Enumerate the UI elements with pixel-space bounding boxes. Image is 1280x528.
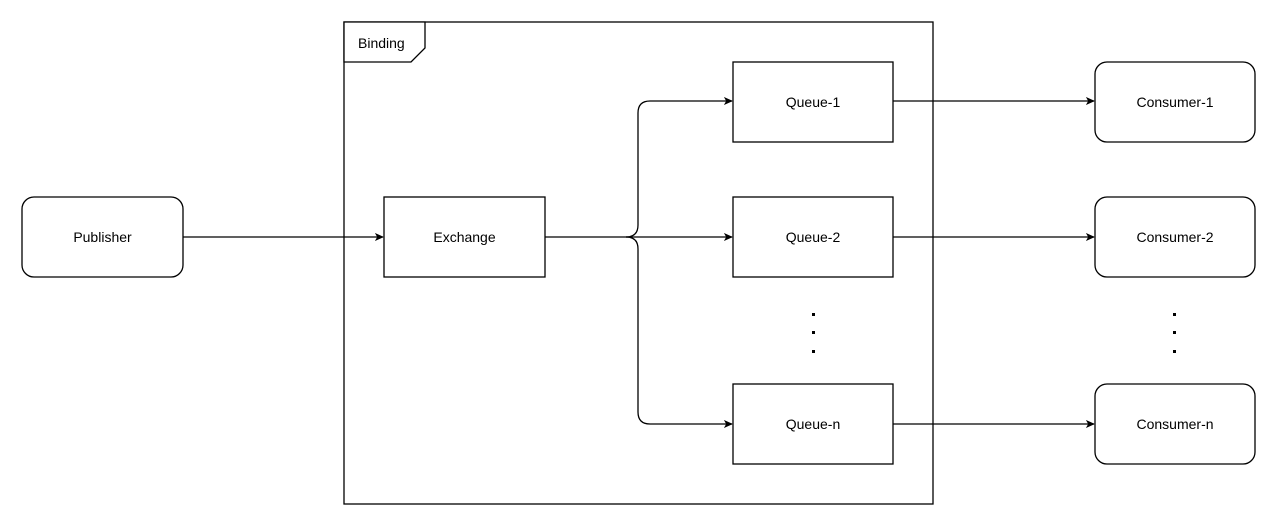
binding-frame-label: Binding: [358, 35, 405, 51]
consumer-ellipsis-dot-3: [1173, 350, 1176, 353]
queue-2-box: [732, 196, 894, 278]
publisher-label: Publisher: [73, 229, 132, 245]
exchange-box: [383, 196, 546, 278]
consumer-ellipsis: [1173, 313, 1176, 353]
node-queue-n: Queue-n: [732, 383, 894, 465]
node-queue-1: Queue-1: [732, 61, 894, 143]
consumer-n-box: [1094, 383, 1256, 465]
node-consumer-1: Consumer-1: [1094, 61, 1256, 143]
binding-frame-tab: [343, 21, 426, 63]
exchange-label: Exchange: [433, 229, 495, 245]
consumer-2-label: Consumer-2: [1136, 229, 1213, 245]
consumer-1-label: Consumer-1: [1136, 94, 1213, 110]
queue-ellipsis-dot-1: [812, 313, 815, 316]
queue-1-box: [732, 61, 894, 143]
queue-ellipsis-dot-3: [812, 350, 815, 353]
queue-2-label: Queue-2: [786, 229, 841, 245]
consumer-ellipsis-dot-1: [1173, 313, 1176, 316]
node-consumer-n: Consumer-n: [1094, 383, 1256, 465]
node-publisher: Publisher: [21, 196, 184, 278]
queue-1-label: Queue-1: [786, 94, 841, 110]
queue-ellipsis-dot-2: [812, 331, 815, 334]
consumer-n-label: Consumer-n: [1136, 416, 1213, 432]
consumer-ellipsis-dot-2: [1173, 331, 1176, 334]
node-consumer-2: Consumer-2: [1094, 196, 1256, 278]
node-queue-2: Queue-2: [732, 196, 894, 278]
edge-exchange-queue-n: [625, 236, 733, 429]
queue-ellipsis: [812, 313, 815, 353]
publisher-box: [21, 196, 184, 278]
queue-n-label: Queue-n: [786, 416, 840, 432]
edge-exchange-queue-1: [545, 96, 733, 238]
queue-n-box: [732, 383, 894, 465]
node-exchange: Exchange: [383, 196, 546, 278]
consumer-1-box: [1094, 61, 1256, 143]
edges: [183, 96, 1095, 429]
consumer-2-box: [1094, 196, 1256, 278]
